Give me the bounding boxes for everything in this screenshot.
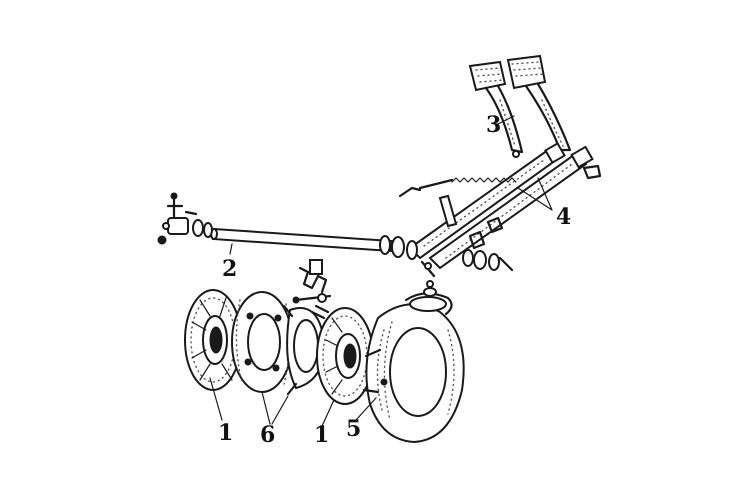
- callout-shaft: 2: [222, 256, 237, 282]
- clutch-housing: [362, 280, 465, 444]
- clutch-levers: [398, 142, 602, 270]
- callout-levers: 4: [556, 204, 571, 230]
- pressure-plate: [231, 291, 293, 393]
- callout-disc-left: 1: [218, 420, 233, 446]
- leader-lines: [209, 115, 553, 427]
- release-plate: [282, 304, 326, 396]
- clutch-pedals: [468, 54, 572, 154]
- callout-housing: 5: [346, 416, 361, 442]
- callout-pressure-plate: 6: [260, 422, 275, 448]
- callout-disc-right: 1: [314, 422, 329, 448]
- clutch-disc-right: [316, 307, 374, 405]
- release-fork-linkage: [292, 259, 332, 320]
- callout-pedals: 3: [486, 112, 501, 138]
- cross-shaft: [157, 192, 514, 278]
